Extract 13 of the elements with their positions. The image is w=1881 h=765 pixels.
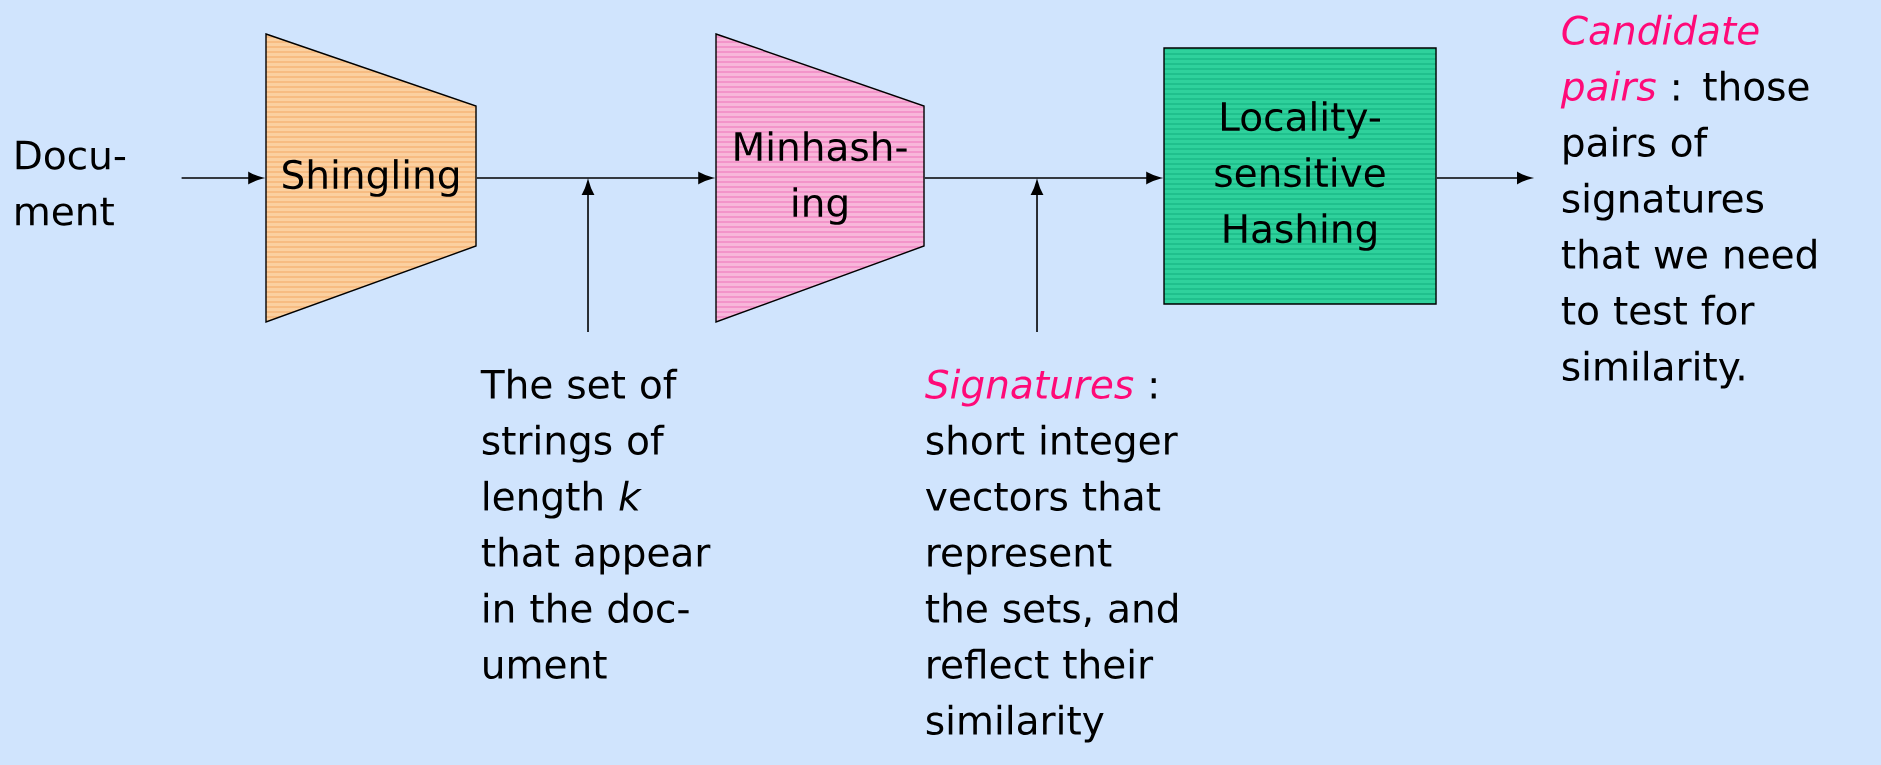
- text-label: Signatures : short integer vectors that represent the sets, and reflect their similarity: [925, 368, 1178, 743]
- arrow: [476, 172, 713, 184]
- arrow: [1436, 172, 1532, 184]
- arrow: [180, 172, 263, 184]
- text-label: The set of strings of length k that appear in the doc- ument: [480, 368, 711, 679]
- arrow: [582, 180, 594, 333]
- text-label: Candidate pairs : those pairs of signatures that we need to test for similarity.: [1560, 14, 1816, 389]
- trapezoid-block: Minhash- ing: [715, 33, 925, 323]
- trapezoid-block: Shingling: [265, 33, 477, 323]
- process-box: Locality- sensitive Hashing: [1163, 47, 1437, 305]
- arrow: [924, 172, 1161, 184]
- arrow: [1031, 180, 1043, 333]
- text-label: Docu- ment: [16, 140, 126, 226]
